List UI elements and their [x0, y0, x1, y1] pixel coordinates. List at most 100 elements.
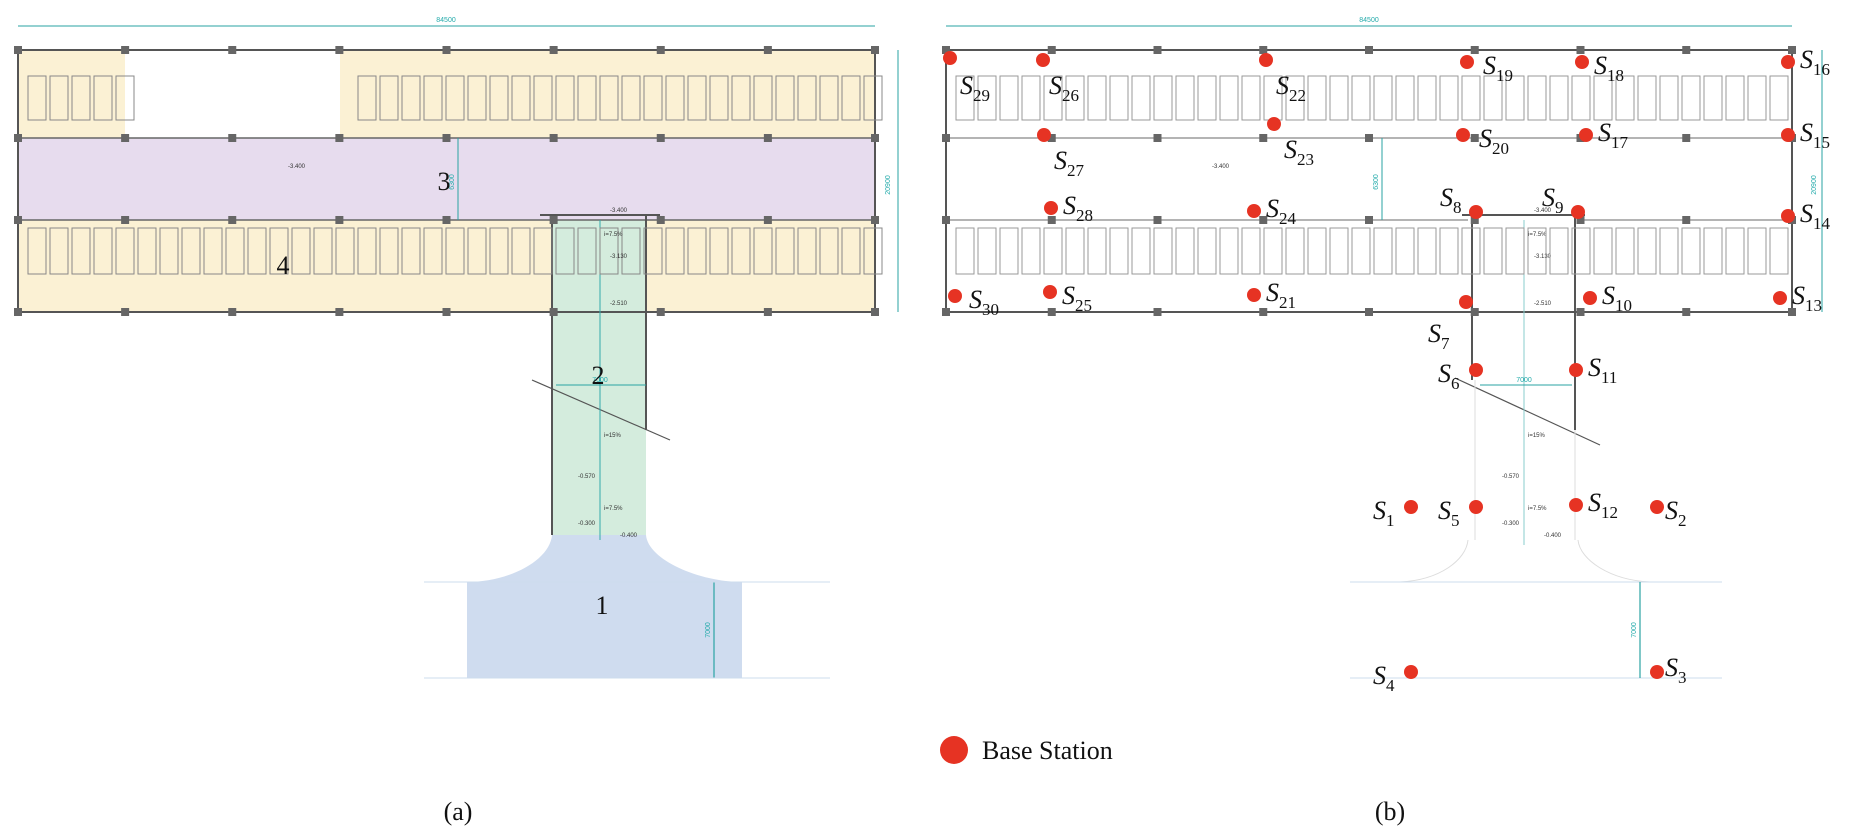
parking-stall [687, 227, 707, 275]
base-station-marker [1469, 205, 1483, 219]
parking-stall [819, 75, 839, 121]
slope-3: i=7.5% [1528, 506, 1547, 512]
parking-stall [203, 227, 223, 275]
base-station-label: S8 [1440, 183, 1462, 217]
parking-stall [955, 75, 975, 121]
parking-stall [555, 75, 575, 121]
parking-stall [511, 75, 531, 121]
dim-top-text: 84500 [1359, 17, 1379, 24]
base-station-S22: S22 [1259, 53, 1306, 105]
parking-stall [269, 227, 289, 275]
base-station-marker [1575, 55, 1589, 69]
column [1047, 46, 1056, 54]
parking-stall [1219, 75, 1239, 121]
parking-stall [1527, 75, 1547, 121]
base-station-S11: S11 [1569, 353, 1617, 387]
parking-stall [1219, 227, 1239, 275]
parking-stall [1461, 227, 1481, 275]
zone-label-4: 4 [277, 251, 290, 280]
column [549, 308, 558, 316]
legend-label: Base Station [982, 736, 1113, 765]
parking-stall [863, 227, 883, 275]
parking-stall [467, 75, 487, 121]
column [1788, 46, 1796, 54]
zone-label-2: 2 [592, 361, 605, 390]
zone-2-fill [552, 220, 646, 535]
parking-stall [1373, 75, 1393, 121]
parking-stall [753, 75, 773, 121]
parking-stall [49, 227, 69, 275]
base-station-marker [1267, 117, 1281, 131]
parking-stall [1417, 75, 1437, 121]
base-station-label: S25 [1062, 281, 1092, 315]
parking-stall [1329, 75, 1349, 121]
base-station-S16: S16 [1781, 45, 1830, 79]
parking-stall [357, 75, 377, 121]
column [335, 134, 344, 142]
column [1682, 216, 1691, 224]
parking-stall [1725, 227, 1745, 275]
parking-stall [797, 227, 817, 275]
base-station-marker [1781, 209, 1795, 223]
column [1470, 46, 1479, 54]
column [549, 46, 558, 54]
parking-stall [1659, 75, 1679, 121]
dim-neck-text: 7000 [592, 377, 608, 384]
parking-stall [357, 227, 377, 275]
column [871, 216, 879, 224]
column [1153, 46, 1162, 54]
zone-1-fill [467, 535, 742, 678]
parking-stall [555, 227, 575, 275]
column [942, 308, 950, 316]
parking-stall [599, 227, 619, 275]
parking-stall [71, 227, 91, 275]
parking-stall [401, 227, 421, 275]
column [1259, 216, 1268, 224]
parking-stall [577, 227, 597, 275]
parking-stall [115, 75, 135, 121]
parking-stall [1285, 227, 1305, 275]
base-station-S27: S27 [1037, 128, 1085, 180]
parking-stall [841, 227, 861, 275]
base-station-label: S23 [1284, 135, 1314, 169]
elev-2: -3.130 [610, 254, 628, 260]
column [228, 216, 237, 224]
base-station-marker [1460, 55, 1474, 69]
parking-stall [643, 75, 663, 121]
base-station-label: S28 [1063, 191, 1093, 225]
base-station-S8: S8 [1440, 183, 1483, 219]
legend: Base Station [940, 736, 1113, 765]
column [121, 216, 130, 224]
parking-stall [533, 75, 553, 121]
parking-stall [977, 75, 997, 121]
column [1365, 134, 1373, 142]
column [1576, 216, 1585, 224]
base-station-label: S11 [1588, 353, 1617, 387]
parking-stall [1571, 227, 1591, 275]
caption-b: (b) [1375, 797, 1405, 826]
parking-stall [423, 75, 443, 121]
base-station-S30: S30 [948, 285, 999, 319]
parking-stall [797, 75, 817, 121]
parking-stall [1351, 227, 1371, 275]
column [763, 46, 772, 54]
base-station-label: S3 [1665, 653, 1687, 687]
parking-stall [1307, 227, 1327, 275]
base-station-S10: S10 [1583, 281, 1632, 315]
base-station-label: S15 [1800, 118, 1830, 152]
parking-stall [1021, 227, 1041, 275]
parking-stall [247, 227, 267, 275]
base-station-label: S29 [960, 71, 990, 105]
elev-ramp-top: -3.400 [1534, 208, 1552, 214]
base-station-marker [1781, 55, 1795, 69]
column [942, 46, 950, 54]
parking-stall [1153, 227, 1173, 275]
parking-stall [1087, 75, 1107, 121]
base-station-marker [1650, 665, 1664, 679]
base-station-marker [1569, 498, 1583, 512]
column [228, 308, 237, 316]
parking-stall [1571, 75, 1591, 121]
dim-bottom-text: 7000 [1631, 622, 1638, 638]
